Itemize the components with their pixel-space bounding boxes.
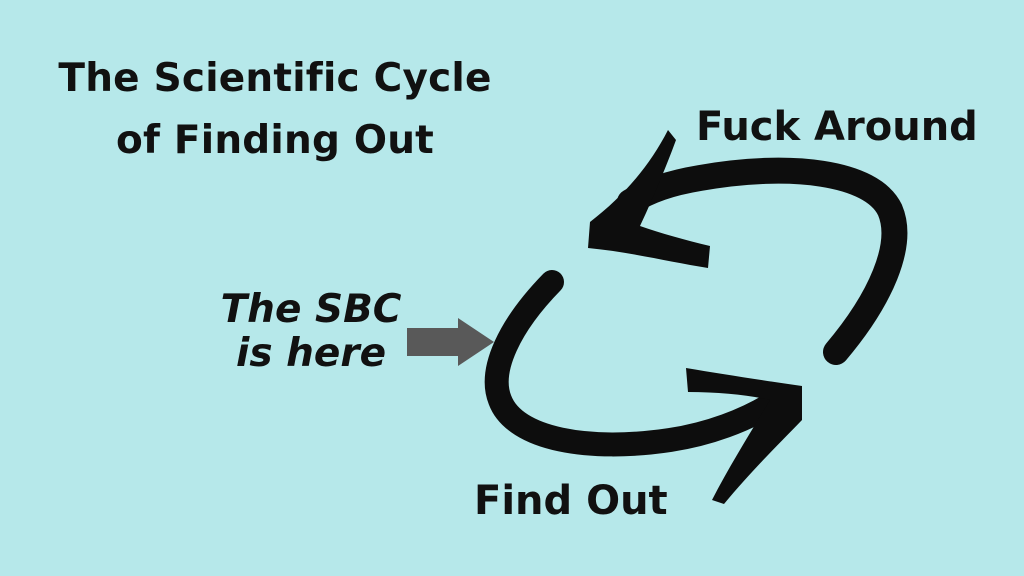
sbc-annotation: The SBC is here: [206, 288, 416, 376]
diagram-title: The Scientific Cycle of Finding Out: [40, 48, 510, 172]
title-line-2: of Finding Out: [115, 118, 435, 163]
title-line-1: The Scientific Cycle: [58, 56, 492, 101]
find-out-arrowhead: [686, 368, 802, 504]
label-find-out: Find Out: [474, 478, 668, 524]
label-fuck-around: Fuck Around: [696, 104, 978, 150]
fuck-around-arrowhead: [588, 130, 710, 268]
annotation-line-1: The SBC: [220, 287, 402, 332]
pointer-arrow: [407, 318, 494, 366]
fuck-around-arrow-body: [617, 157, 908, 365]
annotation-line-2: is here: [235, 331, 387, 376]
find-out-arrow: [484, 270, 802, 504]
fuck-around-arrow: [588, 130, 908, 365]
find-out-arrow-body: [484, 270, 782, 457]
pointer-arrow-shape: [407, 318, 494, 366]
